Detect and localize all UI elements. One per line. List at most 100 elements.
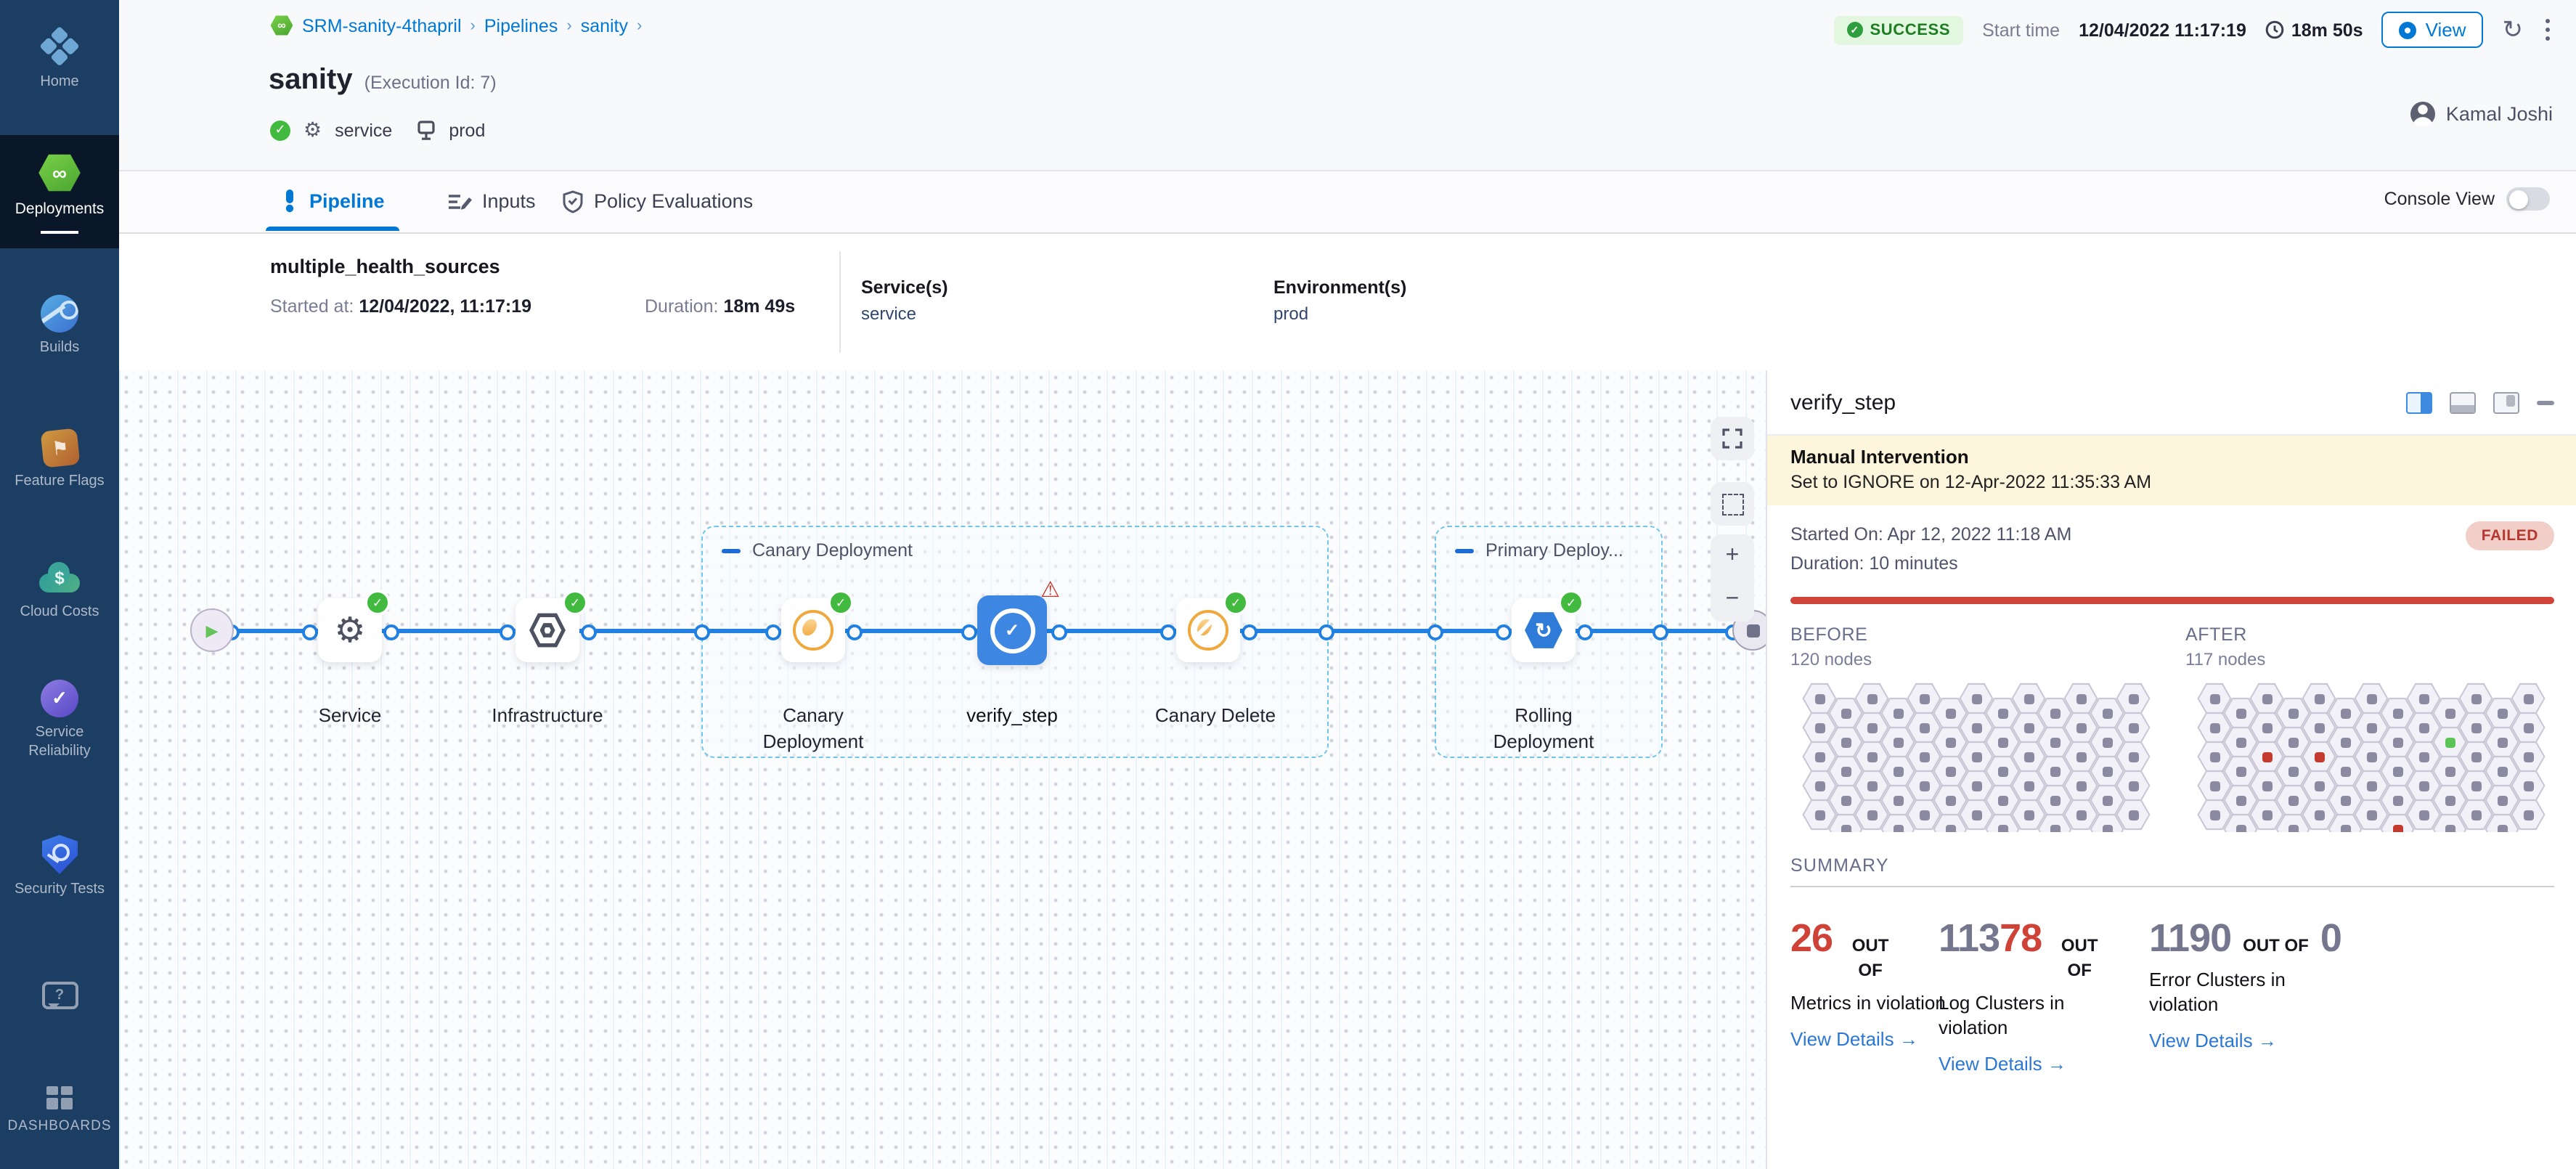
split-view-icon[interactable]: [2406, 391, 2432, 413]
node-label: Canary Delete: [1154, 704, 1276, 726]
connector-dot: [1496, 624, 1512, 640]
service-reliability-icon: ✓: [41, 680, 78, 717]
service-tag[interactable]: service: [335, 120, 393, 140]
out-of-label: OUT OF: [2243, 935, 2309, 956]
zoom-in-button[interactable]: +: [1725, 543, 1740, 568]
breadcrumb-pipelines[interactable]: Pipelines: [484, 15, 558, 36]
node-health-hex[interactable]: [1985, 784, 2020, 816]
gear-icon: ⚙: [334, 611, 366, 650]
node-health-hex[interactable]: [2037, 726, 2072, 758]
console-view-toggle[interactable]: Console View: [2384, 187, 2550, 211]
refresh-icon[interactable]: ↻: [2502, 15, 2524, 43]
node-health-hex[interactable]: [1959, 741, 1994, 773]
success-badge-icon: ✓: [562, 590, 588, 616]
failed-badge: FAILED: [2465, 521, 2554, 550]
after-count: 117 nodes: [2185, 649, 2266, 669]
toggle-switch[interactable]: [2506, 187, 2550, 211]
node-health-hex[interactable]: [2354, 683, 2389, 714]
node-label: Rolling Deployment: [1493, 704, 1594, 752]
floating-view-icon[interactable]: [2493, 391, 2519, 413]
node-canary-delete[interactable]: ✓: [1176, 590, 1249, 662]
started-at: Started at: 12/04/2022, 11:17:19: [270, 296, 532, 317]
after-hex-grid[interactable]: [2197, 683, 2547, 832]
view-details-link[interactable]: View Details →: [1790, 1027, 1918, 1050]
chevron-right-icon: ›: [637, 17, 643, 34]
node-label: Canary Deployment: [762, 704, 864, 752]
bottom-view-icon[interactable]: [2450, 391, 2476, 413]
chevron-right-icon: ›: [566, 17, 572, 34]
environment-tag[interactable]: prod: [449, 120, 486, 140]
breadcrumb: ∞ SRM-sanity-4thapril › Pipelines › sani…: [270, 15, 642, 36]
sidebar-item-cloud-costs[interactable]: $ Cloud Costs: [0, 562, 119, 622]
node-health-hex[interactable]: [2116, 741, 2151, 773]
view-details-link[interactable]: View Details →: [2149, 1029, 2277, 1051]
breadcrumb-pipeline-name[interactable]: sanity: [580, 15, 628, 36]
marquee-select-button[interactable]: [1711, 482, 1754, 526]
page-header: ∞ SRM-sanity-4thapril › Pipelines › sani…: [119, 0, 2576, 171]
zoom-out-button[interactable]: −: [1725, 587, 1740, 611]
start-node[interactable]: ▶: [190, 608, 234, 652]
dashboards-icon: [46, 1086, 73, 1111]
metric-value: 26: [1790, 916, 1833, 960]
sidebar: Home ∞ Deployments Builds ⚑ Feature Flag…: [0, 0, 119, 1169]
tab-pipeline[interactable]: Pipeline: [266, 171, 399, 231]
environment-link[interactable]: prod: [1273, 304, 1309, 324]
breadcrumb-project[interactable]: SRM-sanity-4thapril: [302, 15, 462, 36]
sidebar-item-label: Service Reliability: [28, 725, 91, 759]
view-button[interactable]: View: [2381, 12, 2484, 48]
deployments-icon: ∞: [38, 154, 81, 192]
inputs-icon: [449, 194, 472, 209]
rolling-deploy-icon: ↻: [1525, 612, 1562, 648]
node-health-hex[interactable]: [2037, 813, 2072, 832]
shield-check-icon: [563, 190, 583, 213]
node-verify-step[interactable]: ✓ ⚠: [977, 579, 1060, 665]
connector-dot: [302, 624, 318, 640]
node-canary-deployment[interactable]: ✓: [781, 590, 854, 662]
node-health-hex[interactable]: [2302, 770, 2336, 802]
sidebar-item-builds[interactable]: Builds: [0, 295, 119, 358]
more-menu-icon[interactable]: [2542, 16, 2553, 44]
node-rolling-deployment[interactable]: ↻ ✓: [1512, 590, 1584, 662]
cloud-costs-icon: $: [38, 562, 81, 597]
collapse-icon[interactable]: [1455, 548, 1474, 553]
warning-badge-icon: ⚠: [1040, 578, 1060, 603]
service-link[interactable]: service: [861, 304, 917, 324]
user-name: Kamal Joshi: [2445, 103, 2553, 125]
sidebar-item-help[interactable]: ?: [0, 982, 119, 1009]
sidebar-item-deployments[interactable]: ∞ Deployments: [0, 135, 119, 249]
connector-dot: [1160, 624, 1176, 640]
sidebar-item-dashboards[interactable]: DASHBOARDS: [0, 1086, 119, 1136]
sidebar-item-home[interactable]: Home: [0, 25, 119, 92]
connector-dot: [1577, 624, 1593, 640]
node-health-hex[interactable]: [2223, 813, 2258, 832]
banner-message: Set to IGNORE on 12-Apr-2022 11:35:33 AM: [1790, 472, 2152, 492]
node-infrastructure[interactable]: ✓: [515, 590, 588, 662]
pipeline-canvas[interactable]: Canary Deployment Primary Deploy... ▶ ⚙ …: [119, 370, 1766, 1169]
user-chip[interactable]: Kamal Joshi: [2410, 102, 2553, 126]
connector-dot: [961, 624, 977, 640]
stage-name: multiple_health_sources: [270, 256, 500, 277]
connector-dot: [765, 624, 781, 640]
sidebar-item-feature-flags[interactable]: ⚑ Feature Flags: [0, 428, 119, 492]
node-service[interactable]: ⚙ ✓: [318, 590, 391, 662]
metrics-violation-column: 26 OUT OF Metrics in violation View Deta…: [1790, 916, 1946, 1074]
sidebar-item-service-reliability[interactable]: ✓ Service Reliability: [0, 680, 119, 761]
node-label: Service: [318, 704, 382, 726]
tab-policy-evaluations[interactable]: Policy Evaluations: [562, 171, 753, 231]
view-details-link[interactable]: View Details →: [1939, 1052, 2066, 1075]
before-hex-grid[interactable]: [1802, 683, 2152, 832]
summary-label: SUMMARY: [1790, 855, 1889, 876]
collapse-icon[interactable]: [722, 548, 741, 553]
node-health-hex[interactable]: [2458, 741, 2493, 773]
tab-inputs[interactable]: Inputs: [447, 171, 536, 231]
panel-layout-controls: [2406, 391, 2554, 413]
fit-to-screen-button[interactable]: [1711, 417, 1754, 460]
success-check-icon: ✓: [270, 120, 290, 140]
minimize-icon[interactable]: [2537, 400, 2554, 404]
sidebar-item-security-tests[interactable]: Security Tests: [0, 835, 119, 900]
connector-dot: [694, 624, 710, 640]
divider: [839, 251, 841, 353]
connector-dot: [383, 624, 399, 640]
start-time-value: 12/04/2022 11:17:19: [2079, 20, 2246, 40]
elapsed-time: 18m 50s: [2265, 20, 2363, 40]
